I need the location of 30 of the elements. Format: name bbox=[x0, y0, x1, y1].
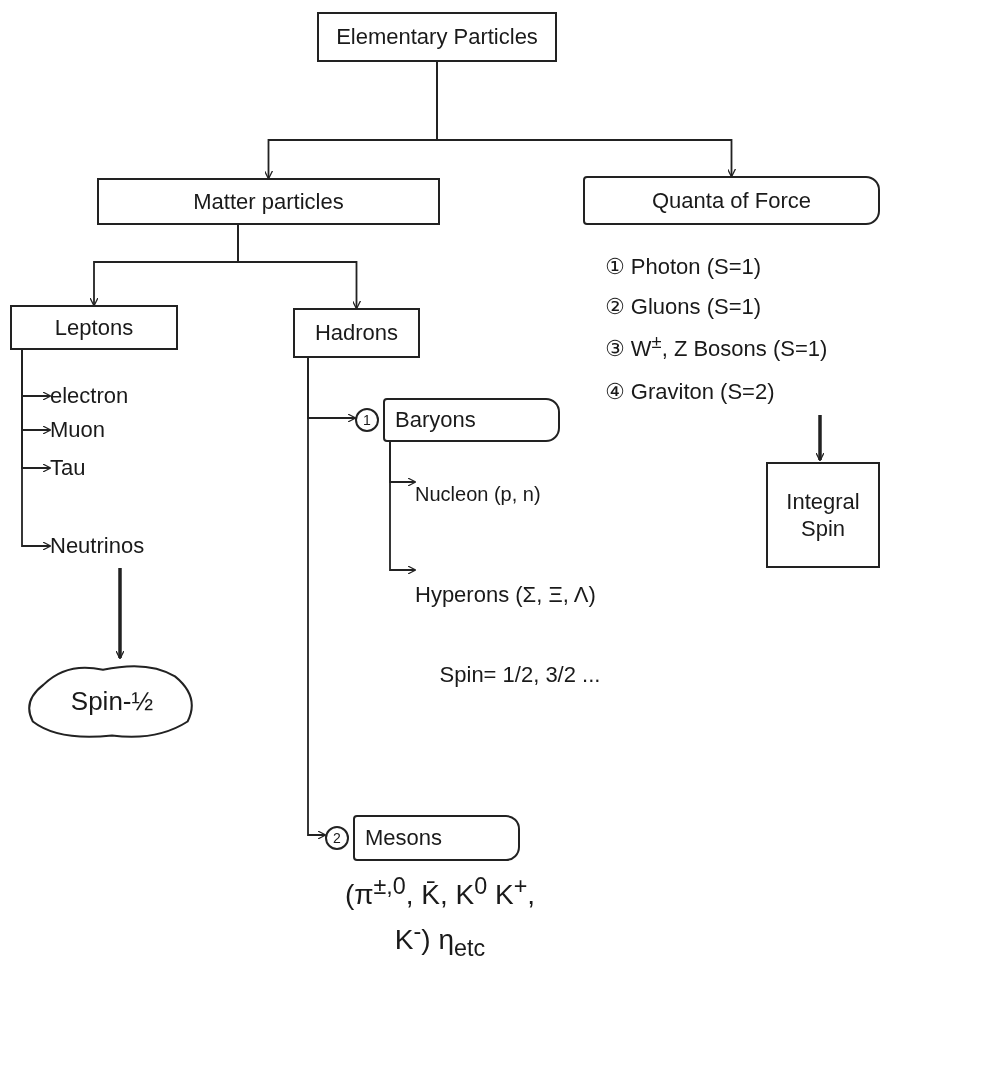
category-box: Baryons bbox=[383, 398, 560, 442]
category-box: Mesons bbox=[353, 815, 520, 861]
double-arrow bbox=[815, 415, 825, 462]
category-box: Hadrons bbox=[293, 308, 420, 358]
item-text: Tau bbox=[50, 452, 190, 484]
item-text: electron bbox=[50, 380, 210, 412]
arrow bbox=[21, 349, 52, 551]
arrow bbox=[389, 441, 417, 575]
item-text: ② Gluons (S=1) bbox=[605, 290, 965, 324]
item-text: ① Photon (S=1) bbox=[605, 250, 965, 284]
category-box: Leptons bbox=[10, 305, 178, 350]
step-number: 1 bbox=[355, 408, 379, 432]
meson-list: (π$^{±,0}$, K̄, K$^{0}$ K$^{+}$, K$^{-}$) η$_{etc}$ bbox=[325, 870, 555, 965]
item-text: ④ Graviton (S=2) bbox=[605, 375, 965, 409]
arrow bbox=[307, 357, 327, 840]
node-text: Spin-½ bbox=[69, 685, 155, 717]
item-text: Muon bbox=[50, 414, 190, 446]
step-number: 2 bbox=[325, 826, 349, 850]
spin-note: Spin= 1/2, 3/2 ... bbox=[438, 661, 602, 689]
item-text: Nucleon (p, n) bbox=[415, 462, 575, 526]
item-text: Neutrinos bbox=[50, 530, 210, 562]
arrow bbox=[237, 224, 362, 310]
category-box: Elementary Particles bbox=[317, 12, 557, 62]
arrow bbox=[436, 61, 737, 178]
item-text: ③ W$^{±}$, Z Bosons (S=1) bbox=[605, 330, 975, 364]
double-arrow bbox=[115, 568, 125, 660]
item-text: Hyperons (Σ, Ξ, Λ) bbox=[415, 550, 615, 640]
result-box: Integral Spin bbox=[766, 462, 880, 568]
category-box: Quanta of Force bbox=[583, 176, 880, 225]
category-box: Matter particles bbox=[97, 178, 440, 225]
